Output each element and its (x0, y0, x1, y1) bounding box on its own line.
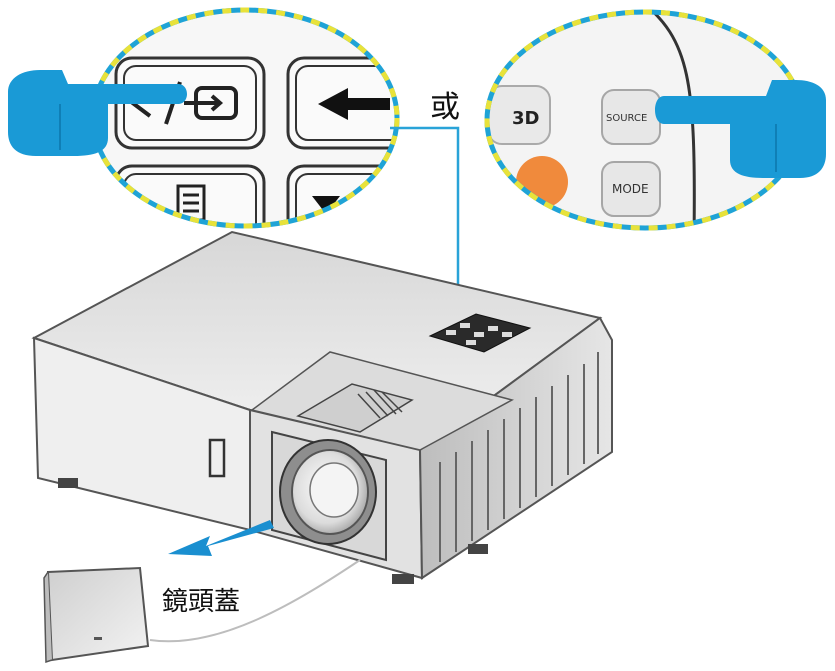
focus-zoom-ring (296, 383, 414, 433)
down-key (286, 164, 397, 226)
front-sensor (208, 438, 226, 478)
lens-cover-label: 鏡頭蓋 (162, 587, 240, 617)
source-key (114, 56, 266, 150)
or-label: 或 (430, 90, 460, 125)
projector (31, 230, 613, 584)
remote-callout: 3D SOURCE MODE (484, 9, 806, 231)
projector-foot (392, 574, 414, 584)
projector-lens (271, 430, 387, 562)
mode-button-label: MODE (612, 182, 649, 196)
projector-foot (58, 478, 78, 488)
pointing-hand-icon (655, 80, 826, 178)
remove-arrow-icon (168, 520, 274, 556)
down-arrow-icon (312, 196, 340, 214)
left-arrow-icon (318, 88, 390, 120)
mode-button: MODE (601, 161, 661, 217)
lens-cover (43, 566, 150, 664)
left-key (286, 56, 397, 150)
lens-cover-tether (149, 559, 361, 643)
side-vents (439, 352, 599, 562)
source-button-label: SOURCE (606, 113, 647, 124)
source-button: SOURCE (601, 89, 661, 145)
keypad-callout (90, 7, 400, 229)
projector-foot (468, 544, 488, 554)
threed-button-label: 3D (512, 108, 539, 129)
projector-control-keypad (428, 313, 532, 353)
pointing-hand-icon (8, 70, 187, 156)
callout-connector-line (390, 126, 460, 316)
